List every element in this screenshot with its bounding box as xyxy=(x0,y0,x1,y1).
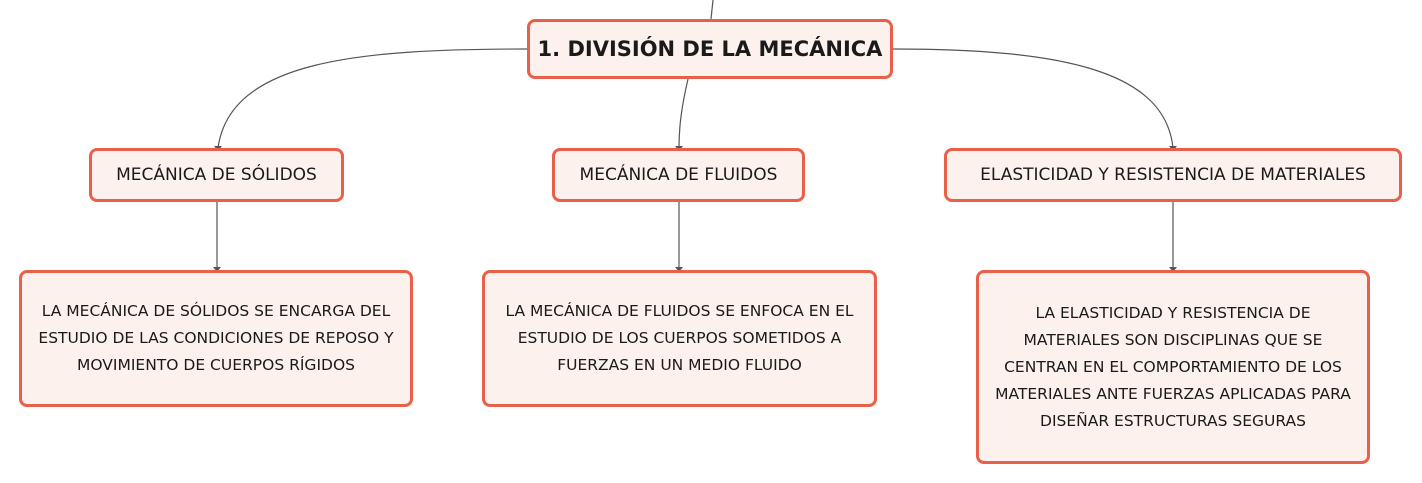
root-label: 1. DIVISIÓN DE LA MECÁNICA xyxy=(537,37,883,61)
description-text: LA ELASTICIDAD Y RESISTENCIA DE MATERIAL… xyxy=(995,303,1351,430)
connector-root-fluidos xyxy=(678,78,689,149)
branch-label: MECÁNICA DE FLUIDOS xyxy=(579,165,778,185)
arrowhead-solidos-desc xyxy=(213,267,221,272)
description-text: LA MECÁNICA DE FLUIDOS SE ENFOCA EN EL E… xyxy=(505,302,854,374)
description-node-fluidos[interactable]: LA MECÁNICA DE FLUIDOS SE ENFOCA EN EL E… xyxy=(482,270,877,407)
arrowhead-elasticidad-desc xyxy=(1169,267,1177,272)
branch-node-solidos[interactable]: MECÁNICA DE SÓLIDOS xyxy=(89,148,344,202)
description-text: LA MECÁNICA DE SÓLIDOS SE ENCARGA DEL ES… xyxy=(38,302,394,374)
arrowhead-fluidos-desc xyxy=(675,267,683,272)
root-node[interactable]: 1. DIVISIÓN DE LA MECÁNICA xyxy=(527,19,893,79)
branch-node-elasticidad[interactable]: ELASTICIDAD Y RESISTENCIA DE MATERIALES xyxy=(944,148,1402,202)
branch-label: ELASTICIDAD Y RESISTENCIA DE MATERIALES xyxy=(980,165,1366,185)
description-node-elasticidad[interactable]: LA ELASTICIDAD Y RESISTENCIA DE MATERIAL… xyxy=(976,270,1370,464)
connector-root-solidos xyxy=(217,48,528,149)
connector-parent-root xyxy=(710,0,714,20)
connector-root-elasticidad xyxy=(892,48,1174,149)
branch-label: MECÁNICA DE SÓLIDOS xyxy=(116,165,317,185)
description-node-solidos[interactable]: LA MECÁNICA DE SÓLIDOS SE ENCARGA DEL ES… xyxy=(19,270,413,407)
branch-node-fluidos[interactable]: MECÁNICA DE FLUIDOS xyxy=(552,148,805,202)
